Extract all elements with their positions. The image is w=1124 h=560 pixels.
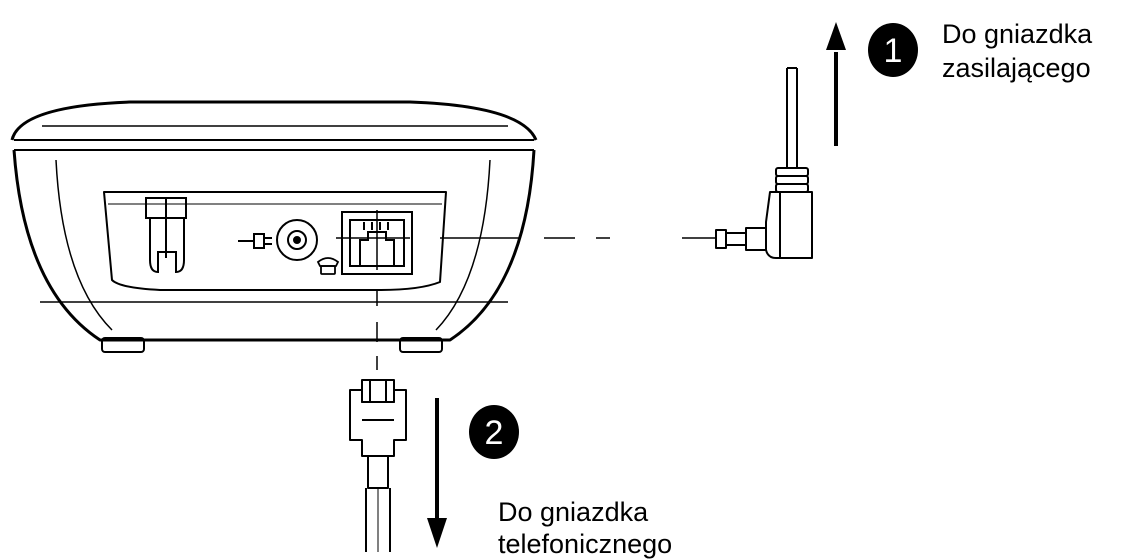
step-2-number: 2 <box>485 414 504 452</box>
step-1-label-line1: Do gniazdka <box>942 19 1093 49</box>
power-plug <box>715 67 813 259</box>
dc-power-port <box>276 219 318 261</box>
base-station <box>10 100 538 353</box>
step-2-label-line1: Do gniazdka <box>498 497 649 527</box>
arrow-up-icon <box>826 22 846 146</box>
step-1-number: 1 <box>884 32 903 70</box>
cable-clip <box>145 197 187 274</box>
step-1-badge: 1 <box>868 23 918 77</box>
dc-power-port-icon <box>238 233 272 249</box>
telephone-handset-icon <box>316 257 340 275</box>
step-1-label-line2: zasilającego <box>942 53 1091 83</box>
phone-plug <box>349 379 407 552</box>
step-2-badge: 2 <box>469 405 519 459</box>
step-2-label-line2: telefonicznego <box>498 529 673 559</box>
arrow-down-icon <box>427 398 447 548</box>
